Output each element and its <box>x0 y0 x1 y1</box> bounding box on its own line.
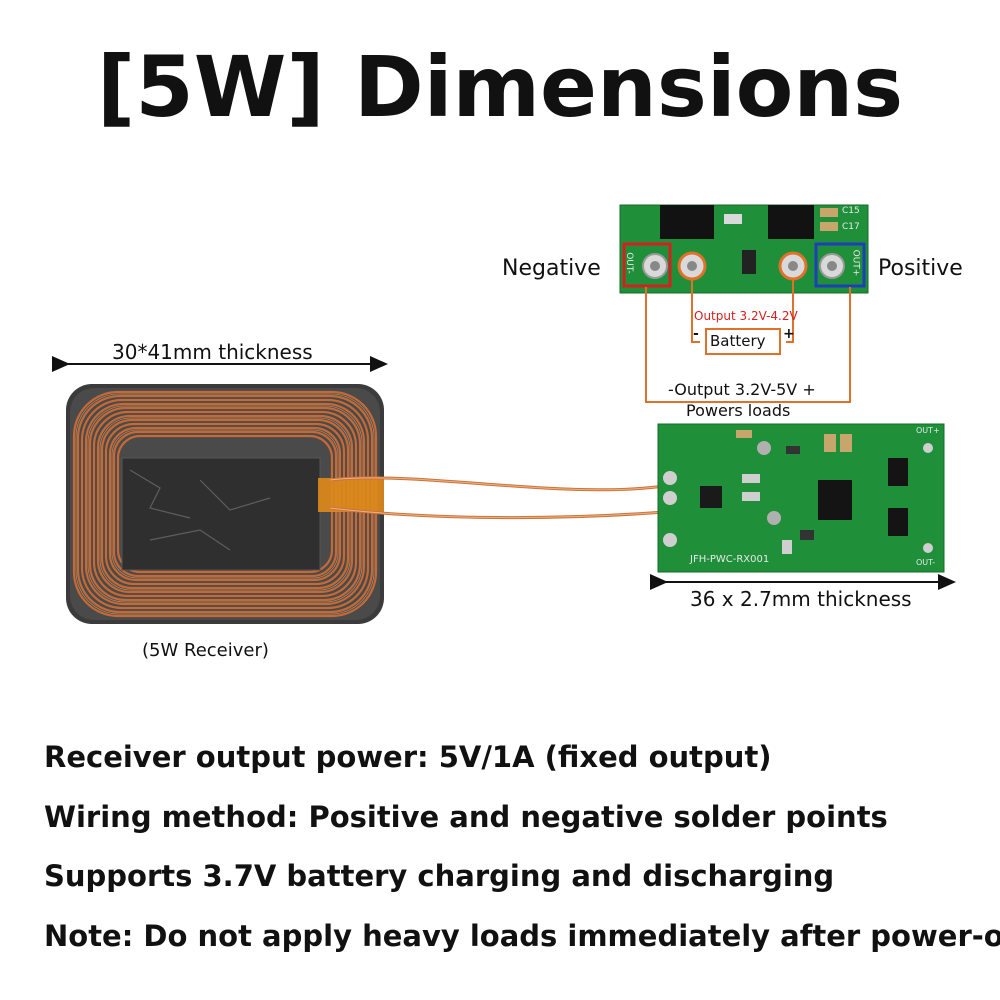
feature-line: Note: Do not apply heavy loads immediate… <box>44 919 1000 953</box>
receiver-caption: (5W Receiver) <box>142 640 269 661</box>
battery-board-image <box>619 204 869 294</box>
feature-line: Wiring method: Positive and negative sol… <box>44 800 888 834</box>
feature-line: Receiver output power: 5V/1A (fixed outp… <box>44 740 772 774</box>
battery-label: Battery <box>710 332 766 350</box>
feature-line: Supports 3.7V battery charging and disch… <box>44 859 835 893</box>
negative-label: Negative <box>502 256 601 281</box>
pcb-out-plus-label: OUT+ <box>916 426 940 435</box>
battery-plus-label: + <box>783 326 795 342</box>
receiver-pcb-image <box>657 423 945 573</box>
battery-output-label: Output 3.2V-4.2V <box>694 309 798 323</box>
pcb-c15-label: C15 <box>842 206 860 216</box>
receiver-coil-image <box>66 384 665 624</box>
powers-loads-label: Powers loads <box>686 401 791 420</box>
positive-label: Positive <box>878 256 963 281</box>
positive-pad-box <box>814 242 866 288</box>
pad-text-left: OUT- <box>623 252 634 274</box>
coil-size-label: 30*41mm thickness <box>112 340 313 364</box>
battery-minus-label: - <box>693 326 699 342</box>
negative-pad-box <box>622 242 672 288</box>
page-title: [5W] Dimensions <box>96 38 904 136</box>
load-output-label: -Output 3.2V-5V + <box>668 380 816 399</box>
pcb-c17-label: C17 <box>842 222 860 232</box>
board-size-label: 36 x 2.7mm thickness <box>690 587 912 611</box>
pad-text-right: OUT+ <box>850 249 861 277</box>
wiring-lines <box>645 279 851 403</box>
pcb-model-label: JFH-PWC-RX001 <box>690 554 770 565</box>
pcb-out-minus-label: OUT- <box>916 558 936 567</box>
battery-box <box>705 328 781 355</box>
